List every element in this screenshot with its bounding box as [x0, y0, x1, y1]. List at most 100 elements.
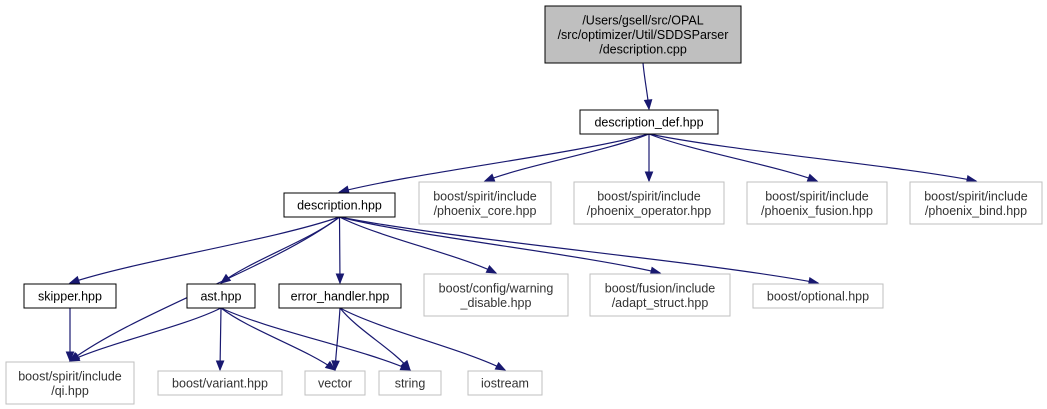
node-box [283, 192, 396, 218]
nodes-layer: /Users/gsell/src/OPAL/src/optimizer/Util… [5, 5, 1043, 405]
edge-line [339, 216, 497, 274]
edge-arrowhead [806, 173, 819, 182]
node-description[interactable]: description.hpp [283, 192, 396, 218]
edge-ast-to-vector [220, 307, 337, 371]
node-description_def[interactable]: description_def.hpp [579, 109, 719, 135]
node-label-line: description.hpp [297, 199, 382, 213]
node-ast[interactable]: ast.hpp [186, 283, 256, 309]
node-label-line: /description.cpp [599, 43, 687, 57]
edge-arrowhead [485, 264, 498, 274]
node-label-line: iostream [481, 377, 529, 391]
node-box [278, 283, 402, 309]
node-optional[interactable]: boost/optional.hpp [752, 283, 884, 309]
node-phoenix_core[interactable]: boost/spirit/include/phoenix_core.hpp [418, 181, 552, 225]
node-label-line: /qi.hpp [51, 384, 89, 398]
edge-line [484, 133, 650, 182]
edge-arrowhead [643, 99, 653, 111]
edge-line [220, 307, 411, 371]
node-label-line: _disable.hpp [460, 296, 532, 310]
edge-arrowhead [68, 275, 81, 285]
edge-line [648, 133, 818, 182]
node-variant[interactable]: boost/variant.hpp [157, 370, 283, 396]
edge-arrowhead [335, 273, 345, 285]
node-label-line: boost/spirit/include [924, 189, 1028, 203]
edge-description_def-to-phoenix_operator [644, 134, 654, 183]
node-iostream[interactable]: iostream [467, 370, 543, 396]
edge-line [220, 307, 336, 371]
edge-error_handler-to-vector [331, 307, 341, 372]
node-box [746, 181, 888, 225]
edge-arrowhead [215, 360, 225, 372]
edge-description-to-error_handler [335, 216, 345, 285]
edge-arrowhead [483, 173, 496, 182]
edge-ast-to-qi [68, 307, 222, 362]
edge-arrowhead [219, 273, 232, 284]
node-label-line: string [395, 377, 426, 391]
node-box [573, 181, 725, 225]
node-adapt_struct[interactable]: boost/fusion/include/adapt_struct.hpp [589, 273, 731, 317]
edge-arrowhead [331, 360, 340, 372]
edge-error_handler-to-iostream [339, 307, 507, 371]
edge-description-to-skipper [68, 216, 340, 285]
node-box [423, 273, 569, 317]
node-phoenix_fusion[interactable]: boost/spirit/include/phoenix_fusion.hpp [746, 181, 888, 225]
node-qi[interactable]: boost/spirit/include/qi.hpp [5, 361, 135, 405]
node-box [378, 370, 442, 396]
edge-description_def-to-phoenix_fusion [648, 133, 819, 182]
edge-line [339, 307, 506, 371]
node-label-line: vector [318, 377, 352, 391]
node-label-line: /phoenix_bind.hpp [925, 204, 1027, 218]
edge-line [648, 133, 977, 182]
node-label-line: boost/spirit/include [433, 189, 537, 203]
edge-arrowhead [68, 353, 81, 362]
edge-arrowhead [65, 351, 75, 363]
node-box [418, 181, 552, 225]
node-label-line: boost/fusion/include [605, 281, 716, 295]
node-label-line: boost/optional.hpp [767, 290, 869, 304]
node-root[interactable]: /Users/gsell/src/OPAL/src/optimizer/Util… [544, 5, 742, 64]
node-box [752, 283, 884, 309]
node-box [304, 370, 366, 396]
node-label-line: ast.hpp [200, 290, 241, 304]
node-box [909, 181, 1043, 225]
edge-line [338, 216, 341, 284]
edge-line [339, 216, 661, 274]
node-skipper[interactable]: skipper.hpp [23, 283, 117, 309]
node-phoenix_bind[interactable]: boost/spirit/include/phoenix_bind.hpp [909, 181, 1043, 225]
edge-root-to-description_def [642, 62, 653, 111]
edge-line [220, 216, 340, 284]
node-vector[interactable]: vector [304, 370, 366, 396]
edge-description-to-optional [339, 216, 820, 286]
node-label-line: boost/config/warning [439, 281, 554, 295]
node-box [157, 370, 283, 396]
node-error_handler[interactable]: error_handler.hpp [278, 283, 402, 309]
node-label-line: boost/spirit/include [18, 369, 122, 383]
edge-error_handler-to-string [339, 307, 411, 372]
edge-description_def-to-phoenix_core [483, 133, 650, 182]
edge-description_def-to-phoenix_bind [648, 133, 978, 184]
node-box [23, 283, 117, 309]
node-phoenix_operator[interactable]: boost/spirit/include/phoenix_operator.hp… [573, 181, 725, 225]
node-box [467, 370, 543, 396]
node-label-line: /src/optimizer/Util/SDDSParser [558, 28, 729, 42]
node-string[interactable]: string [378, 370, 442, 396]
edge-line [69, 307, 222, 362]
node-label-line: description_def.hpp [594, 116, 703, 130]
edge-ast-to-variant [215, 307, 225, 372]
edge-arrowhead [324, 360, 337, 371]
edge-description-to-warning_disable [339, 216, 498, 274]
node-box [579, 109, 719, 135]
node-label-line: error_handler.hpp [291, 290, 390, 304]
edge-line [339, 307, 411, 371]
edge-arrowhead [649, 266, 662, 276]
edge-line [339, 133, 650, 193]
node-label-line: /phoenix_operator.hpp [587, 204, 711, 218]
edge-description-to-ast [219, 216, 340, 284]
edge-arrowhead [400, 359, 411, 372]
node-box [589, 273, 731, 317]
node-box [186, 283, 256, 309]
node-label-line: /Users/gsell/src/OPAL [582, 14, 703, 28]
node-label-line: /phoenix_fusion.hpp [761, 204, 873, 218]
node-warning_disable[interactable]: boost/config/warning_disable.hpp [423, 273, 569, 317]
